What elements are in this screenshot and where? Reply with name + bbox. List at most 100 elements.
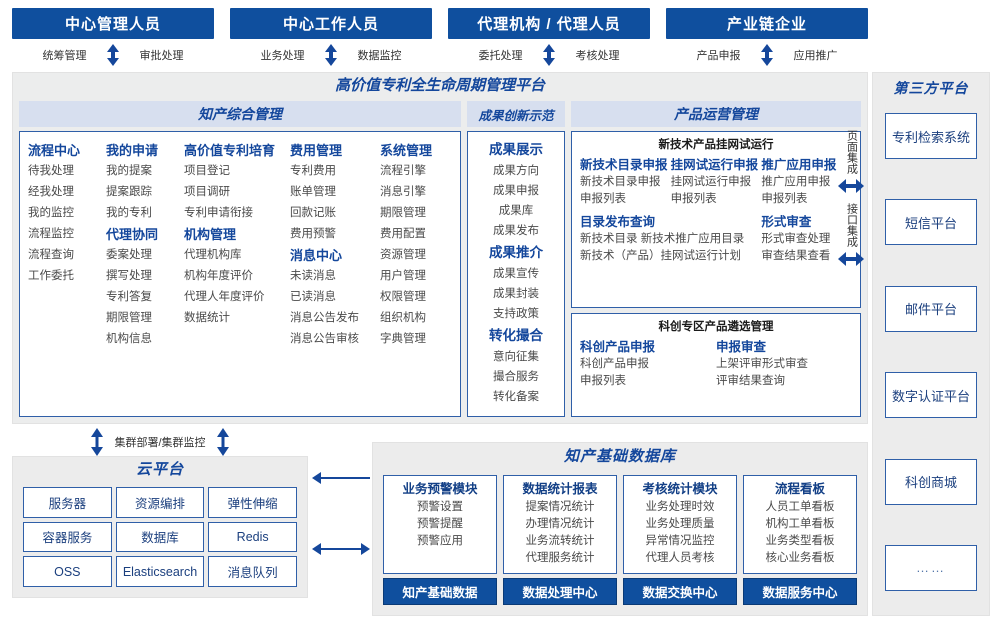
role-actions: 产品申报应用推广 <box>666 39 868 70</box>
database-item[interactable]: 机构工单看板 <box>765 518 835 530</box>
product-item[interactable]: 科创产品申报 <box>580 358 649 371</box>
cloud-service-cell[interactable]: 服务器 <box>23 487 112 518</box>
achievement-item[interactable]: 支持政策 <box>493 308 539 320</box>
database-item[interactable]: 提案情况统计 <box>525 501 595 513</box>
knowledge-item[interactable]: 回款记账 <box>290 207 336 219</box>
knowledge-item[interactable]: 期限管理 <box>106 312 152 324</box>
third-party-item[interactable]: 短信平台 <box>885 199 977 246</box>
knowledge-item[interactable]: 消息引擎 <box>380 186 426 198</box>
database-footer-button[interactable]: 数据处理中心 <box>503 578 617 605</box>
database-item[interactable]: 业务流转统计 <box>525 535 595 547</box>
knowledge-item[interactable]: 经我处理 <box>28 186 74 198</box>
product-item[interactable]: 申报列表 <box>580 193 626 205</box>
cloud-service-cell[interactable]: Elasticsearch <box>115 556 205 587</box>
knowledge-item[interactable]: 期限管理 <box>380 207 426 219</box>
database-footer-button[interactable]: 知产基础数据 <box>383 578 497 605</box>
achievement-item[interactable]: 意向征集 <box>493 351 539 363</box>
database-item[interactable]: 办理情况统计 <box>525 518 595 530</box>
database-item[interactable]: 人员工单看板 <box>765 501 835 513</box>
database-item[interactable]: 代理服务统计 <box>525 552 595 564</box>
knowledge-item[interactable]: 项目登记 <box>184 165 230 177</box>
knowledge-card: 流程中心待我处理经我处理我的监控流程监控流程查询工作委托我的申请我的提案提案跟踪… <box>19 131 461 417</box>
achievement-item[interactable]: 成果封装 <box>493 288 539 300</box>
knowledge-item[interactable]: 账单管理 <box>290 186 336 198</box>
product-item[interactable]: 新技术目录 新技术推广应用目录 <box>580 233 745 245</box>
achievement-item[interactable]: 转化备案 <box>493 391 539 403</box>
knowledge-item[interactable]: 用户管理 <box>380 270 426 282</box>
cloud-service-cell[interactable]: Redis <box>208 521 297 553</box>
knowledge-item[interactable]: 工作委托 <box>28 270 74 282</box>
cloud-service-cell[interactable]: OSS <box>23 556 112 587</box>
database-item[interactable]: 预警设置 <box>417 501 463 513</box>
knowledge-item[interactable]: 流程监控 <box>28 228 74 240</box>
knowledge-item[interactable]: 专利答复 <box>106 291 152 303</box>
product-item[interactable]: 挂网试运行申报 <box>670 176 752 188</box>
achievement-item[interactable]: 成果宣传 <box>493 268 539 280</box>
product-item[interactable]: 申报列表 <box>761 193 808 205</box>
database-footer-button[interactable]: 数据交换中心 <box>623 578 737 605</box>
knowledge-item[interactable]: 费用预警 <box>290 228 336 240</box>
product-item[interactable]: 申报列表 <box>580 375 626 388</box>
database-item[interactable]: 业务处理时效 <box>645 501 715 513</box>
product-item[interactable]: 审查结果查看 <box>761 250 831 262</box>
third-party-item[interactable]: 数字认证平台 <box>885 372 977 419</box>
cloud-service-cell[interactable]: 数据库 <box>115 521 205 553</box>
product-item[interactable]: 评审结果查询 <box>716 375 785 388</box>
platform-title: 高价值专利全生命周期管理平台 <box>334 77 545 94</box>
achievement-item[interactable]: 成果申报 <box>493 185 539 197</box>
database-item[interactable]: 业务处理质量 <box>645 518 715 530</box>
knowledge-item[interactable]: 代理人年度评价 <box>184 291 265 303</box>
knowledge-item[interactable]: 消息公告发布 <box>290 312 359 324</box>
product-item[interactable]: 形式审查处理 <box>761 233 831 245</box>
database-item[interactable]: 业务类型看板 <box>765 535 835 547</box>
achievement-item[interactable]: 撮合服务 <box>493 371 539 383</box>
third-party-item[interactable]: 科创商城 <box>885 458 977 505</box>
cloud-service-cell[interactable]: 资源编排 <box>115 487 205 518</box>
database-item[interactable]: 预警应用 <box>417 535 463 547</box>
knowledge-item[interactable]: 撰写处理 <box>106 270 152 282</box>
database-item[interactable]: 预警提醒 <box>417 518 463 530</box>
knowledge-item[interactable]: 未读消息 <box>290 270 336 282</box>
product-item[interactable]: 新技术（产品）挂网试运行计划 <box>580 250 741 262</box>
knowledge-item[interactable]: 提案跟踪 <box>106 186 152 198</box>
cloud-service-cell[interactable]: 消息队列 <box>208 556 297 587</box>
cloud-service-cell[interactable]: 弹性伸缩 <box>208 487 297 518</box>
knowledge-item[interactable]: 专利费用 <box>290 165 336 177</box>
knowledge-item[interactable]: 资源管理 <box>380 249 426 261</box>
knowledge-item[interactable]: 委案处理 <box>106 249 152 261</box>
achievement-item[interactable]: 成果库 <box>498 205 534 217</box>
knowledge-item[interactable]: 我的提案 <box>106 165 152 177</box>
knowledge-item[interactable]: 代理机构库 <box>184 249 242 261</box>
knowledge-item[interactable]: 专利申请衔接 <box>184 207 253 219</box>
product-item[interactable]: 上架评审形式审查 <box>716 358 808 371</box>
achievement-item[interactable]: 成果方向 <box>493 165 539 177</box>
knowledge-item[interactable]: 数据统计 <box>184 312 230 324</box>
knowledge-item[interactable]: 流程引擎 <box>380 165 426 177</box>
knowledge-item[interactable]: 消息公告审核 <box>290 333 359 345</box>
knowledge-item[interactable]: 组织机构 <box>380 312 426 324</box>
database-item[interactable]: 代理人员考核 <box>645 552 715 564</box>
third-party-item[interactable]: 专利检索系统 <box>885 113 977 159</box>
database-item[interactable]: 异常情况监控 <box>645 535 715 547</box>
knowledge-item[interactable]: 我的监控 <box>28 207 74 219</box>
knowledge-item[interactable]: 流程查询 <box>28 249 74 261</box>
knowledge-item[interactable]: 机构年度评价 <box>184 270 253 282</box>
third-party-item[interactable]: …… <box>885 544 977 591</box>
database-footer-button[interactable]: 数据服务中心 <box>743 578 857 605</box>
knowledge-item[interactable]: 机构信息 <box>106 333 152 345</box>
knowledge-item[interactable]: 待我处理 <box>28 165 74 177</box>
third-party-item[interactable]: 邮件平台 <box>885 285 977 332</box>
knowledge-item[interactable]: 费用配置 <box>380 228 426 240</box>
database-item[interactable]: 核心业务看板 <box>765 552 835 564</box>
database-column: 业务预警模块预警设置预警提醒预警应用知产基础数据 <box>383 475 497 605</box>
product-item[interactable]: 申报列表 <box>670 193 717 205</box>
knowledge-item[interactable]: 已读消息 <box>290 291 336 303</box>
knowledge-item[interactable]: 我的专利 <box>106 207 152 219</box>
knowledge-item[interactable]: 权限管理 <box>380 291 426 303</box>
knowledge-item[interactable]: 字典管理 <box>380 333 426 345</box>
product-item[interactable]: 新技术目录申报 <box>580 176 661 188</box>
product-item[interactable]: 推广应用申报 <box>761 176 831 188</box>
cloud-service-cell[interactable]: 容器服务 <box>23 521 112 553</box>
achievement-item[interactable]: 成果发布 <box>493 225 539 237</box>
knowledge-item[interactable]: 项目调研 <box>184 186 230 198</box>
